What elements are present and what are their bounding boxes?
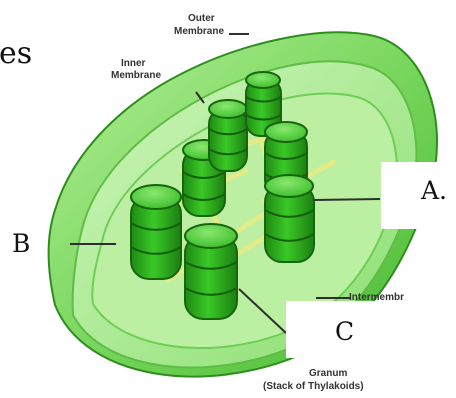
granum-label-line-2: (Stack of Thylakoids) (263, 381, 364, 392)
label-c: C (335, 317, 354, 346)
granum-stack-6 (265, 175, 314, 262)
inner-membrane-label-line-2: Membrane (111, 70, 161, 81)
label-b: B (12, 229, 30, 258)
cropped-text-fragment: es (0, 36, 32, 71)
outer-membrane-label-line-1: Outer (188, 13, 215, 24)
granum-label-line-1: Granum (309, 368, 347, 379)
label-a-leader-line (314, 199, 380, 200)
label-a: A. (420, 176, 447, 205)
granum-stack-7 (185, 224, 237, 319)
inner-membrane-label-line-1: Inner (121, 58, 146, 69)
outer-membrane-label-line-2: Membrane (174, 26, 224, 37)
granum-stack-1 (131, 185, 181, 279)
intermembrane-label: Intermembr (349, 292, 404, 303)
granum-stack-3 (209, 100, 247, 171)
